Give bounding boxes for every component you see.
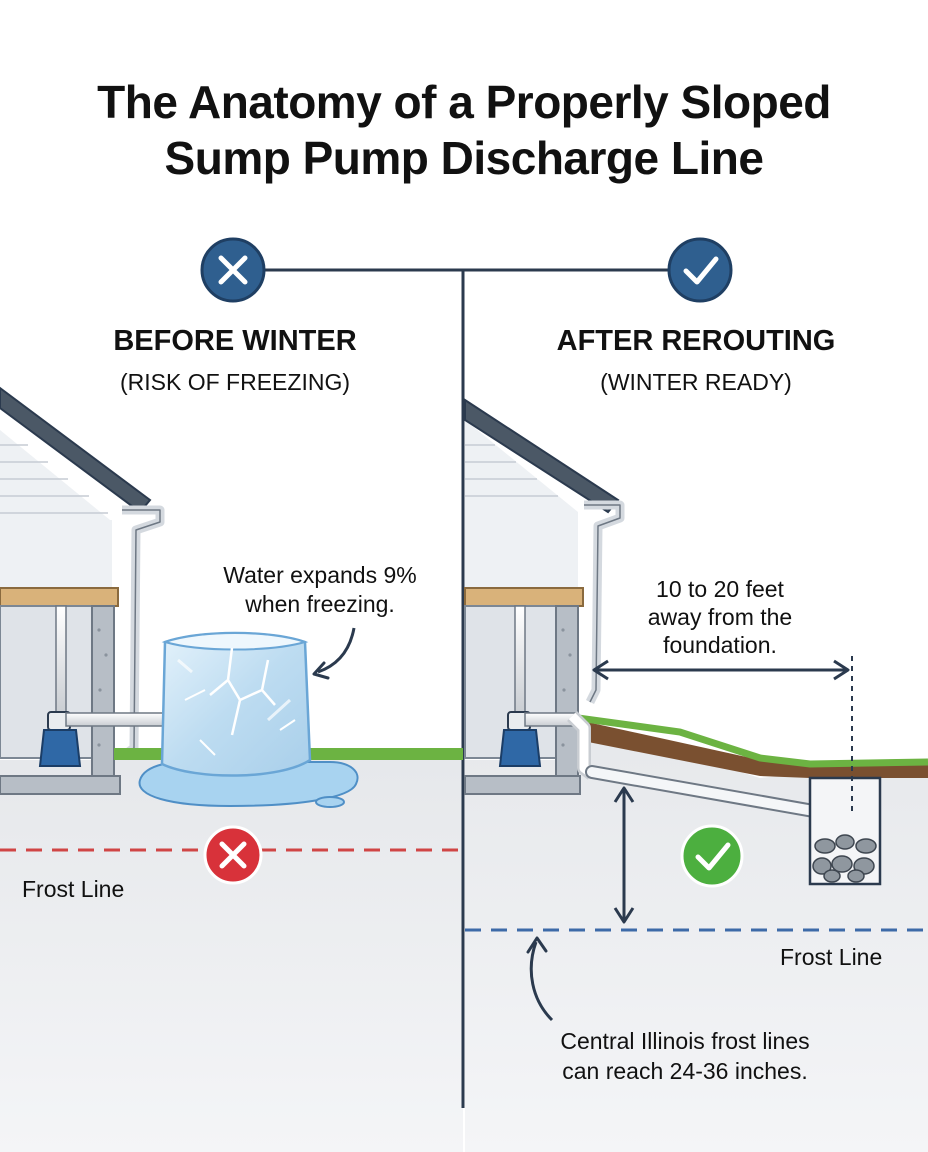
right-soil (578, 720, 928, 778)
ice-callout-arrow (317, 627, 356, 674)
right-heading: AFTER REROUTING (556, 325, 836, 357)
depth-note-arrow (529, 941, 554, 1022)
right-grass (577, 714, 928, 768)
left-ground (0, 760, 463, 1152)
dry-well (808, 776, 882, 886)
ice-callout-line2: when freezing. (245, 591, 395, 617)
left-house (0, 386, 201, 795)
ice-callout-line1: Water expands 9% (223, 562, 417, 588)
check-mark-icon (680, 824, 744, 888)
left-frost-label: Frost Line (22, 876, 125, 902)
depth-note-line2: can reach 24-36 inches. (562, 1058, 808, 1084)
distance-label-line2: away from the (647, 604, 793, 630)
depth-note-line1: Central Illinois frost lines (560, 1028, 810, 1054)
right-house (464, 398, 625, 795)
page-title-line2: Sump Pump Discharge Line (164, 132, 764, 184)
x-mark-icon (203, 825, 263, 885)
water-droplet (315, 796, 345, 808)
distance-label-line1: 10 to 20 feet (656, 576, 784, 602)
x-mark-icon (200, 237, 266, 303)
page-title-line1: The Anatomy of a Properly Sloped (97, 76, 831, 128)
right-frost-label: Frost Line (780, 944, 883, 970)
left-subheading: (RISK OF FREEZING) (120, 369, 350, 395)
ice-block (160, 631, 312, 777)
left-heading: BEFORE WINTER (113, 325, 357, 357)
distance-label-line3: foundation. (663, 632, 777, 658)
right-subheading: (WINTER READY) (600, 369, 792, 395)
check-mark-icon (667, 237, 733, 303)
